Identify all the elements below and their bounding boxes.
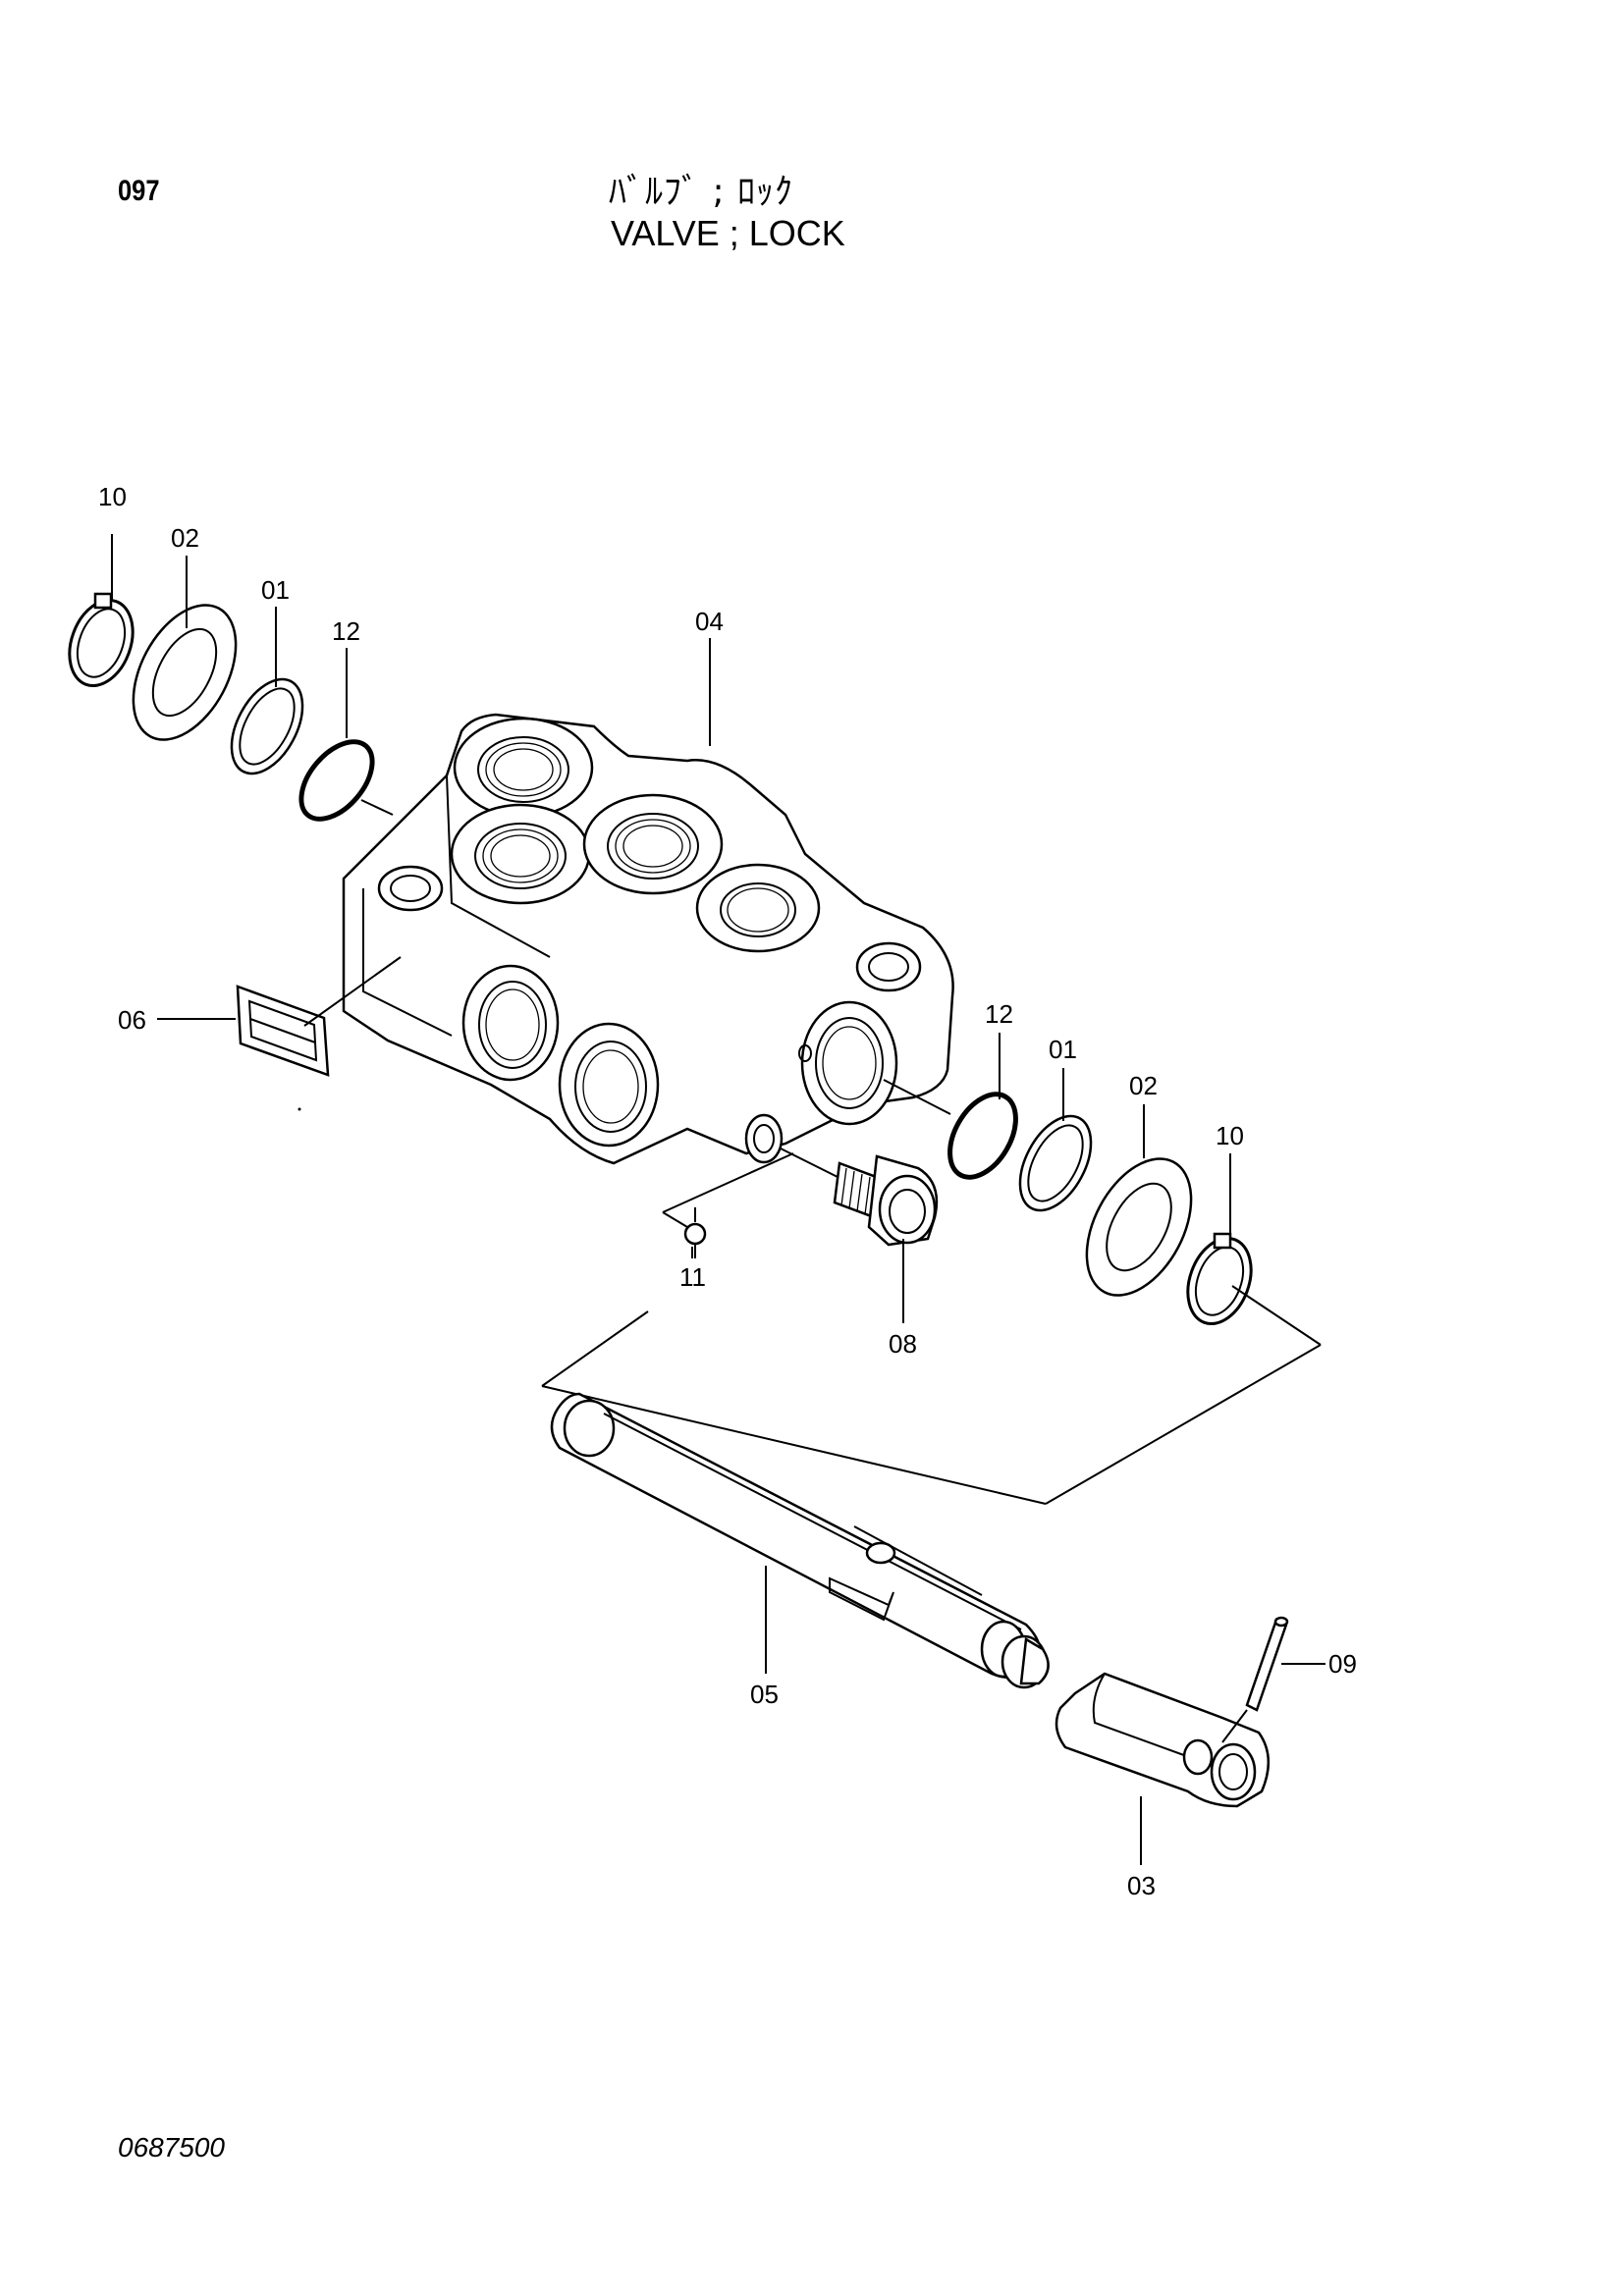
name-plate [236, 985, 330, 1077]
callout-01-top: 01 [261, 575, 290, 605]
callout-12-right: 12 [985, 999, 1013, 1029]
washer-right [1085, 1157, 1193, 1297]
pin [1245, 1616, 1289, 1712]
callout-06: 06 [118, 1005, 146, 1035]
valve-body [342, 713, 954, 1165]
callout-10-top: 10 [98, 482, 127, 511]
callout-02-right: 02 [1129, 1071, 1158, 1100]
callout-09: 09 [1328, 1649, 1357, 1679]
callout-05: 05 [750, 1680, 779, 1709]
o-ring-left [298, 739, 375, 822]
o-ring-right [947, 1092, 1018, 1180]
callout-03: 03 [1127, 1871, 1156, 1900]
callout-11: 11 [679, 1262, 706, 1292]
callout-01-right: 01 [1049, 1035, 1077, 1064]
ring-right [1018, 1114, 1093, 1212]
callout-12-top: 12 [332, 616, 360, 646]
callout-08: 08 [889, 1329, 917, 1359]
snap-ring-right [1186, 1232, 1253, 1326]
ring-left [230, 677, 304, 775]
callout-02-top: 02 [171, 523, 199, 553]
spool-shaft [550, 1392, 1050, 1689]
callout-10-right: 10 [1216, 1121, 1244, 1150]
washer-left [132, 604, 238, 741]
callout-04: 04 [695, 607, 724, 636]
page-number: 097 [118, 175, 160, 207]
steel-ball [683, 1222, 707, 1246]
title-english: VALVE ; LOCK [611, 213, 845, 253]
drawing-code: 0687500 [118, 2132, 226, 2163]
lever [1055, 1672, 1271, 1808]
snap-ring-left [68, 592, 135, 688]
title-japanese: ﾊﾞﾙﾌﾞ ; ﾛｯｸ [609, 172, 794, 212]
socket-plug [833, 1154, 939, 1247]
